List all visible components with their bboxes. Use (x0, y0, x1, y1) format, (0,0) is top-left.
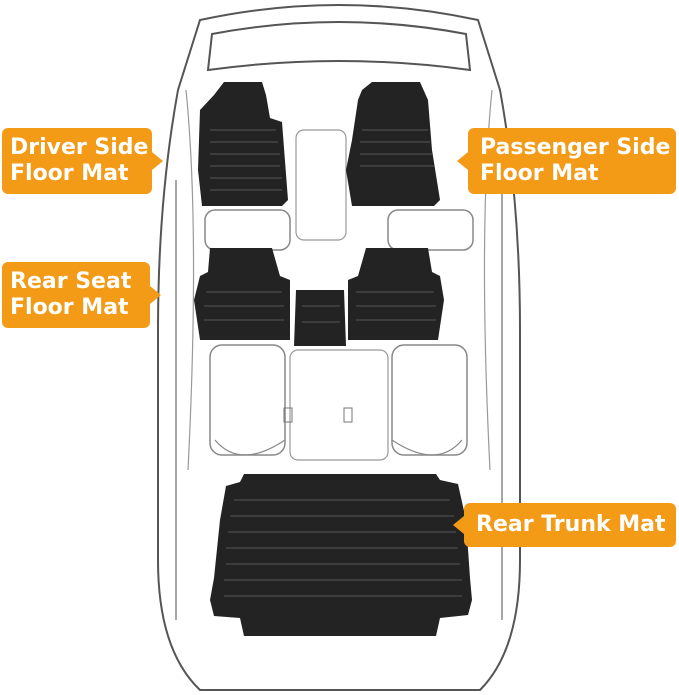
rear-seat-callout: Rear Seat Floor Mat (2, 262, 150, 328)
passenger-mat-ridges (360, 129, 434, 167)
rear-trunk-callout-line1: Rear Trunk Mat (476, 512, 666, 537)
rear-trunk-mat (210, 474, 472, 636)
driver-side-callout: Driver Side Floor Mat (2, 128, 152, 194)
rear-trunk-callout: Rear Trunk Mat (464, 503, 676, 547)
driver-callout-line2: Floor Mat (10, 161, 129, 186)
rear-seat-callout-line1: Rear Seat (10, 269, 132, 294)
driver-callout-arrow (152, 152, 163, 170)
rear-trunk-callout-arrow (453, 516, 464, 534)
driver-mat-ridges (210, 129, 282, 191)
passenger-side-callout: Passenger Side Floor Mat (468, 128, 676, 194)
passenger-callout-arrow (457, 152, 468, 170)
rear-seat-floor-mat (194, 248, 444, 346)
rear-mat-ridges (204, 291, 436, 323)
driver-side-floor-mat (198, 82, 288, 206)
rear-seat-callout-arrow (150, 286, 161, 304)
passenger-callout-line1: Passenger Side (480, 135, 671, 160)
passenger-callout-line2: Floor Mat (480, 161, 599, 186)
driver-callout-line1: Driver Side (10, 135, 149, 160)
rear-seat-callout-line2: Floor Mat (10, 295, 129, 320)
trunk-mat-ridges (224, 499, 462, 597)
passenger-side-floor-mat (346, 82, 440, 206)
